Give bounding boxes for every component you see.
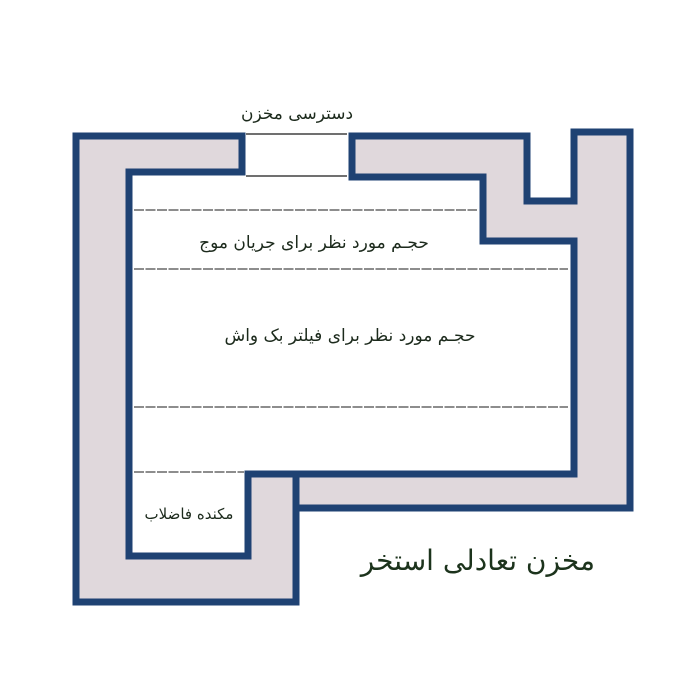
sewer-outlet-label: مکنده فاضلاب [145,505,234,523]
tank-wall-right [292,128,634,512]
tank-wall-left [72,132,300,606]
tank-access-label: دسترسی مخزن [241,104,353,124]
wave-volume-label: حجـم مورد نظر برای جریان موج [199,233,429,253]
diagram-title: مخزن تعادلی استخر [359,544,595,577]
backwash-volume-label: حجـم مورد نظر برای فیلتر بک واش [224,326,475,346]
